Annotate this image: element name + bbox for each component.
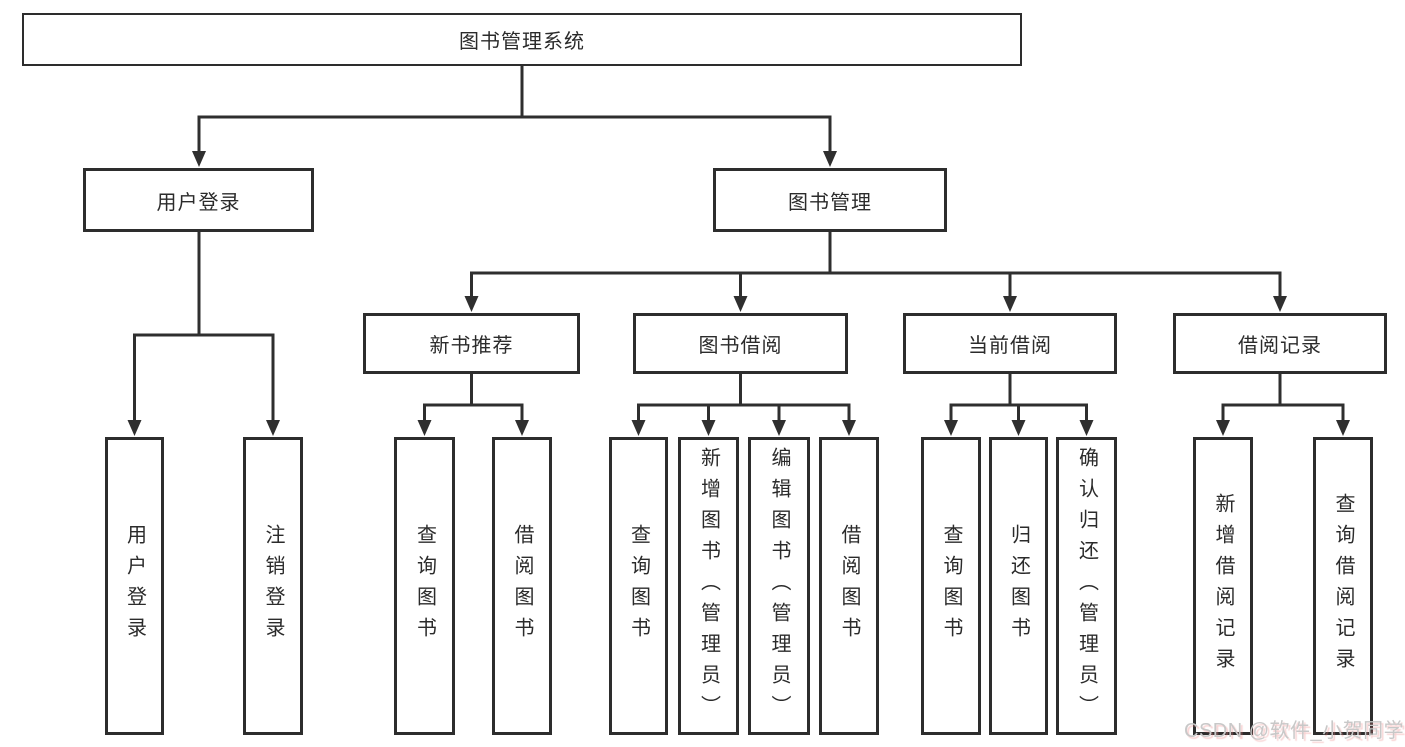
node-leaf-borrow-books: 借阅图书 xyxy=(819,437,879,735)
node-leaf-query-books-current: 查询图书 xyxy=(921,437,981,735)
wires-root-to-level2 xyxy=(192,66,837,167)
wires-book-borrow xyxy=(631,374,856,436)
wires-user-login xyxy=(127,232,280,436)
node-leaf-logout: 注销登录 xyxy=(243,437,303,735)
csdn-watermark: CSDN @软件_小贺同学 xyxy=(1184,720,1405,742)
wires-borrow-records xyxy=(1216,374,1350,436)
node-root-library-system: 图书管理系统 xyxy=(22,13,1022,66)
node-leaf-add-books-admin: 新增图书（管理员） xyxy=(678,437,739,735)
node-current-borrow: 当前借阅 xyxy=(903,313,1117,374)
node-leaf-query-books: 查询图书 xyxy=(609,437,668,735)
node-borrow-records: 借阅记录 xyxy=(1173,313,1387,374)
wires-current-borrow xyxy=(944,374,1094,436)
wires-new-books xyxy=(417,374,529,436)
node-leaf-confirm-return-admin: 确认归还（管理员） xyxy=(1056,437,1117,735)
node-leaf-borrow-books-recommend: 借阅图书 xyxy=(492,437,552,735)
node-book-management: 图书管理 xyxy=(713,168,947,232)
node-new-book-recommend: 新书推荐 xyxy=(363,313,580,374)
node-book-borrow: 图书借阅 xyxy=(633,313,848,374)
node-leaf-edit-books-admin: 编辑图书（管理员） xyxy=(748,437,810,735)
node-leaf-query-books-recommend: 查询图书 xyxy=(394,437,455,735)
node-leaf-user-login: 用户登录 xyxy=(105,437,164,735)
node-leaf-query-borrow-record: 查询借阅记录 xyxy=(1313,437,1373,735)
node-user-login: 用户登录 xyxy=(83,168,314,232)
node-leaf-return-books: 归还图书 xyxy=(989,437,1048,735)
node-leaf-add-borrow-record: 新增借阅记录 xyxy=(1193,437,1253,735)
wires-book-mgmt xyxy=(464,232,1287,312)
